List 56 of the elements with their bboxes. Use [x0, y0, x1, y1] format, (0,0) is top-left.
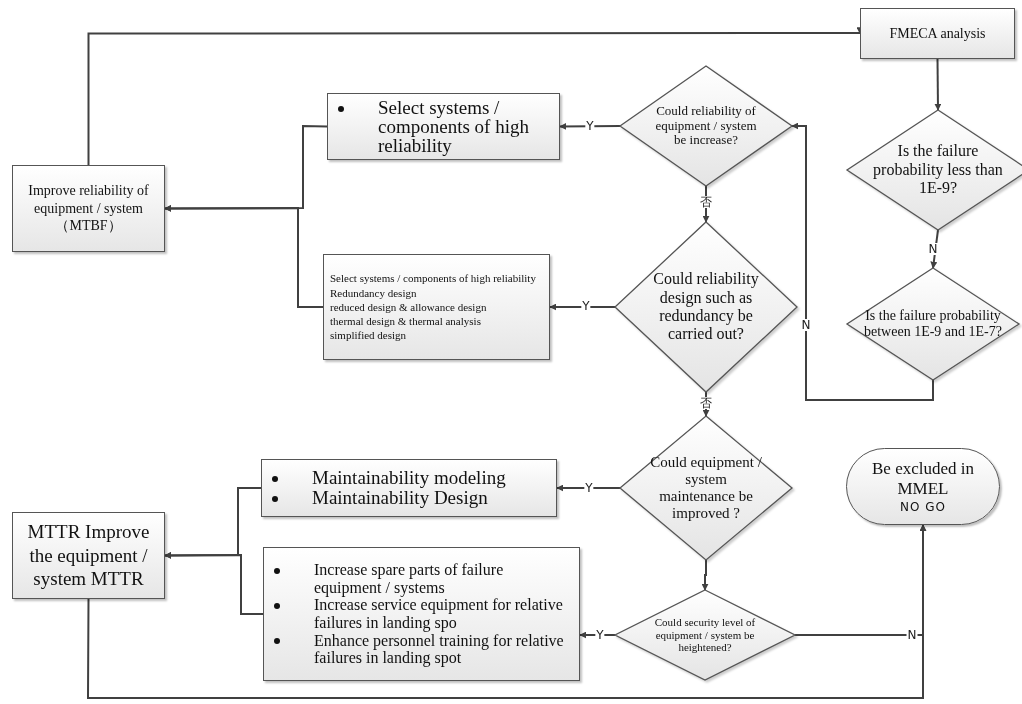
question-text: Could security level of equipment / system be heightened? — [653, 616, 757, 654]
edge-label: Y — [581, 300, 591, 312]
terminal-note: NO GO — [900, 500, 946, 515]
list-item: Maintainability modeling — [312, 468, 507, 488]
box-text: FMECA analysis — [888, 24, 987, 43]
list-item: simplified design — [330, 328, 408, 343]
edge-label: N — [927, 243, 939, 255]
list-item: Select systems / components of high reliability — [330, 271, 537, 286]
decision-diamond — [615, 590, 795, 680]
arrow — [164, 551, 264, 615]
arrow — [791, 122, 934, 401]
list-item: Redundancy design — [330, 285, 418, 300]
decision-diamond — [847, 110, 1022, 230]
arrow — [579, 631, 616, 639]
process-box — [12, 165, 165, 252]
list-item: Select systems / components of high reliability — [378, 98, 530, 155]
question-text: Is the failure probability between 1E-9 and 1E-7? — [863, 307, 1003, 341]
bullet-list-box — [263, 547, 580, 681]
terminal-box — [846, 448, 1000, 525]
edge-label: N — [906, 629, 918, 641]
arrow — [549, 303, 616, 311]
arrow — [87, 524, 927, 699]
arrow — [934, 58, 942, 111]
edge-label: 否 — [699, 196, 713, 208]
edge-label: Y — [584, 482, 594, 494]
process-box — [323, 254, 550, 360]
question-text: Could reliability of equipment / system be increase? — [654, 103, 758, 149]
arrow — [701, 559, 709, 591]
decision-diamond — [620, 66, 792, 186]
edge-label: Y — [585, 120, 595, 132]
edge-label: N — [800, 319, 812, 331]
decision-diamond — [620, 416, 792, 560]
arrow — [559, 122, 621, 130]
edge-label: Y — [595, 629, 605, 641]
box-text: Improve reliability of equipment / system（MTBF） — [27, 182, 150, 235]
decision-diamond — [615, 222, 797, 392]
process-box — [12, 512, 165, 599]
list-item: Increase service equipment for relative failures in landing spo — [314, 596, 564, 632]
list-item: Maintainability Design — [312, 488, 488, 508]
bullet-list-box — [327, 93, 560, 160]
question-text: Could equipment / system maintenance be improved ? — [650, 453, 762, 523]
question-text: Is the failure probability less than 1E-9? — [873, 142, 1003, 198]
list-item: Increase spare parts of failure equipment / systems — [314, 561, 505, 597]
box-text: MTTR Improve the equipment / system MTTR — [26, 519, 151, 592]
edge-label: 否 — [699, 397, 713, 409]
arrow — [702, 185, 710, 223]
list-item: thermal design & thermal analysis — [330, 314, 482, 329]
process-box — [860, 8, 1015, 59]
decision-diamond — [847, 268, 1019, 380]
terminal-text: Be excluded in MMEL — [871, 458, 975, 500]
question-text: Could reliability design such as redundancy be carried out? — [652, 270, 760, 344]
arrow — [556, 484, 621, 492]
list-item: reduced design & allowance design — [330, 299, 488, 315]
list-item: Enhance personnel training for relative failures in landing spot — [314, 631, 565, 667]
bullet-list-box — [261, 459, 557, 517]
arrow — [164, 205, 324, 308]
